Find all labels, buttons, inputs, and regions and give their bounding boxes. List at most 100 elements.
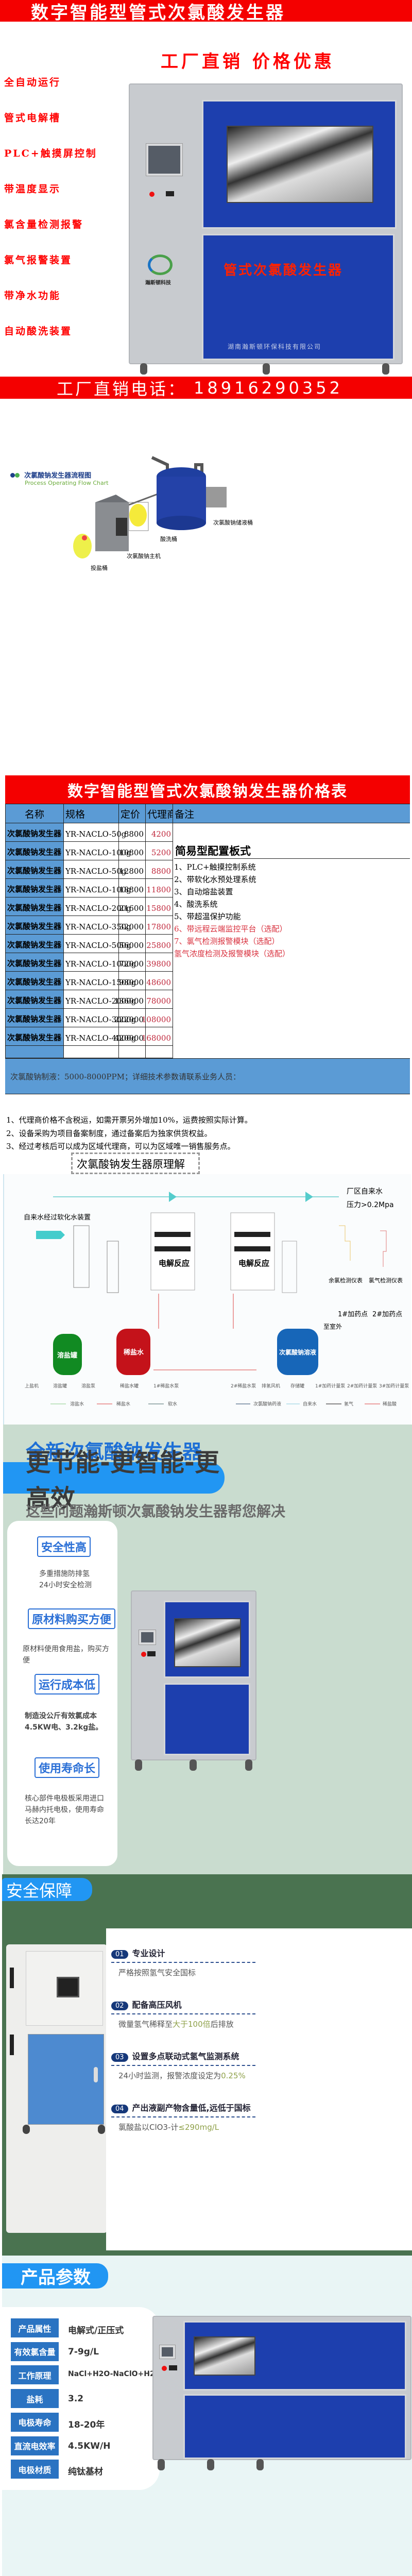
svg-text:氢气: 氢气 — [344, 1401, 353, 1407]
desc-materials: 原材料使用食用盐，购买方便 — [23, 1645, 109, 1665]
cell-name: 次氯酸钠发生器 — [5, 897, 64, 916]
phone-banner: 工厂直销电话： 18916290352 — [0, 377, 412, 399]
cell-spec: YR-NACLO-500g — [63, 934, 131, 953]
svg-text:2#稀盐水泵: 2#稀盐水泵 — [231, 1383, 256, 1389]
remark-item: 1、PLC+触摸控制系统 — [174, 862, 256, 872]
cell-spec: YR-NACLO-3000g — [63, 1008, 136, 1027]
terms-note: 3、经过考核后可以成为区域代理商，可以为区域唯一销售服务点。 — [6, 1142, 235, 1151]
price-table-title: 数字智能型管式次氯酸钠发生器价格表 — [5, 775, 410, 804]
principle-title: 次氯酸钠发生器原理解析 — [71, 1153, 200, 1186]
feature-item: 自动酸洗装置 — [4, 326, 73, 337]
label-dose-2: 2#加药点 — [372, 1311, 402, 1318]
svg-text:稀盐水罐: 稀盐水罐 — [120, 1383, 139, 1389]
param-value: NaCl+H2O-NaClO+H2 — [68, 2370, 155, 2379]
param-value: 电解式/正压式 — [68, 2326, 124, 2336]
cell-spec: YR-NACLO-50g — [63, 860, 126, 879]
cell-name: 次氯酸钠发生器 — [5, 823, 64, 842]
flow-chart-illustration: 次氯酸钠储液桶 酸洗桶 次氯酸钠主机 投盐桶 — [73, 456, 253, 571]
cell-agent-price: 15800 — [145, 897, 173, 916]
salt-tank: 溶盐罐 — [53, 1334, 82, 1375]
slogan: 工厂直销 价格优惠 — [161, 52, 335, 72]
param-value: 4.5KW/H — [68, 2441, 111, 2451]
cell-name: 次氯酸钠发生器 — [5, 953, 64, 972]
svg-text:稀盐酸: 稀盐酸 — [383, 1401, 397, 1407]
cell-price: 32000 — [118, 916, 146, 935]
safety-title: 安全保障 — [2, 1878, 92, 1901]
advantages-card: 安全性高 多重措施防排氢24小时安全检测 原材料购买方便 原材料使用食用盐，购买… — [7, 1521, 117, 1866]
advantages-section: 全新次氯酸钠发生器 更节能-更智能-更高效 这些问题瀚斯顿次氯酸钠发生器帮您解决… — [3, 1425, 412, 1874]
svg-text:溶盐水: 溶盐水 — [70, 1401, 84, 1407]
brine-tank: 稀盐水 — [116, 1329, 150, 1375]
feature-item: 氯含量检测报警 — [4, 219, 84, 230]
logo-text: 瀚斯顿科技 — [145, 280, 171, 286]
cell-price: 8800 — [118, 823, 146, 842]
svg-text:溶盐罐: 溶盐罐 — [53, 1383, 67, 1389]
svg-text:3#加药计量泵: 3#加药计量泵 — [379, 1383, 409, 1389]
svg-text:自来水: 自来水 — [303, 1401, 317, 1407]
param-label: 有效氯含量 — [11, 2342, 59, 2361]
cell-name: 次氯酸钠发生器 — [5, 860, 64, 879]
svg-text:1#稀盐水泵: 1#稀盐水泵 — [153, 1383, 179, 1389]
desc-cost: 制造没公斤有效氯成本4.5KW电、3.2kg盐。 — [25, 1712, 103, 1732]
tag-lifespan: 使用寿命长 — [35, 1757, 100, 1778]
page-title: 数字智能型管式次氯酸发生器 — [31, 2, 285, 23]
cell-name: 次氯酸钠发生器 — [5, 916, 64, 935]
diagram-legend: 溶盐水 稀盐水 软水 次氯酸钠药液 自来水 氢气 稀盐酸 — [50, 1401, 397, 1407]
flow-chart-title: 次氯酸钠发生器流程图 Process Operating Flow Chart — [10, 470, 109, 486]
label-tap-water: 厂区自来水 — [347, 1188, 383, 1196]
col-header: 规格 — [63, 804, 119, 823]
safety-panel — [106, 1928, 412, 2250]
cell-name: 次氯酸钠发生器 — [5, 990, 64, 1009]
param-value: 7-9g/L — [68, 2346, 99, 2357]
electrolyzer-2: 电解反应 — [230, 1212, 275, 1291]
cell-name: 次氯酸钠发生器 — [5, 878, 64, 897]
principle-diagram: 厂区自来水 压力>0.2Mpa 自来水经过软化水装置 电解反应 电解反应 余氯检… — [3, 1174, 411, 1425]
cell-name: 次氯酸钠发生器 — [5, 934, 64, 953]
svg-text:稀盐水: 稀盐水 — [124, 1348, 144, 1357]
cell-spec: YR-NACLO-4000g — [63, 1027, 136, 1046]
cell-spec: YR-NACLO-1000g — [63, 953, 136, 972]
desc-lifespan: 核心部件电极板采用进口马赫内托电极，使用寿命长达20年 — [25, 1794, 104, 1825]
terms-note: 1、代理商价格不含税运，如需开票另外增加10%，运费按照实际计算。 — [6, 1115, 252, 1125]
param-label: 电极材质 — [11, 2460, 59, 2479]
table-cell-empty — [145, 1045, 173, 1058]
svg-text:软水: 软水 — [168, 1401, 177, 1407]
cell-agent-price: 39800 — [145, 953, 173, 972]
cell-agent-price: 4200 — [145, 823, 173, 842]
remark-item: 3、自动熔盐装置 — [174, 887, 233, 896]
cell-name: 次氯酸钠发生器 — [5, 1027, 64, 1046]
svg-text:稀盐水: 稀盐水 — [116, 1401, 130, 1407]
label-dose-1: 1#加药点 — [338, 1311, 368, 1318]
table-cell-empty — [118, 1045, 146, 1058]
cell-spec: YR-NACLO-1500g — [63, 971, 136, 990]
phone-label: 工厂直销电话： — [57, 379, 187, 399]
svg-text:2#加药计量泵: 2#加药计量泵 — [347, 1383, 377, 1389]
phone-number[interactable]: 18916290352 — [194, 378, 343, 398]
param-label: 产品属性 — [11, 2318, 59, 2337]
cell-agent-price: 25800 — [145, 934, 173, 953]
cell-agent-price: 17800 — [145, 916, 173, 935]
param-label: 工作原理 — [11, 2365, 59, 2385]
label-pressure: 压力>0.2Mpa — [347, 1201, 394, 1209]
param-label: 直流电效率 — [11, 2436, 59, 2455]
param-value: 18-20年 — [68, 2419, 105, 2430]
col-header: 定价 — [118, 804, 146, 823]
product-photo-machine — [131, 1590, 256, 1771]
col-header: 代理商 — [145, 804, 177, 823]
cell-spec: YR-NACLO-200g — [63, 897, 131, 916]
cell-spec: YR-NACLO-2000g — [63, 990, 136, 1009]
feature-item: 带净水功能 — [4, 290, 61, 301]
cell-agent-price: 11800 — [145, 878, 173, 897]
product-photo-machine — [152, 2316, 411, 2470]
svg-text:溶盐泵: 溶盐泵 — [81, 1383, 95, 1389]
cell-price: 18800 — [118, 878, 146, 897]
label-softener: 自来水经过软化水装置 — [24, 1214, 91, 1222]
spec-note-bar: 次氯酸钠制液：5000-8000PPM；详细技术参数请联系业务人员： — [5, 1058, 410, 1094]
remark-title: 简易型配置板式 — [174, 843, 410, 859]
advantages-banner: 更节能-更智能-更高效 — [3, 1448, 225, 1513]
cell-name: 次氯酸钠发生器 — [5, 841, 64, 860]
svg-text:溶盐罐: 溶盐罐 — [57, 1351, 77, 1360]
